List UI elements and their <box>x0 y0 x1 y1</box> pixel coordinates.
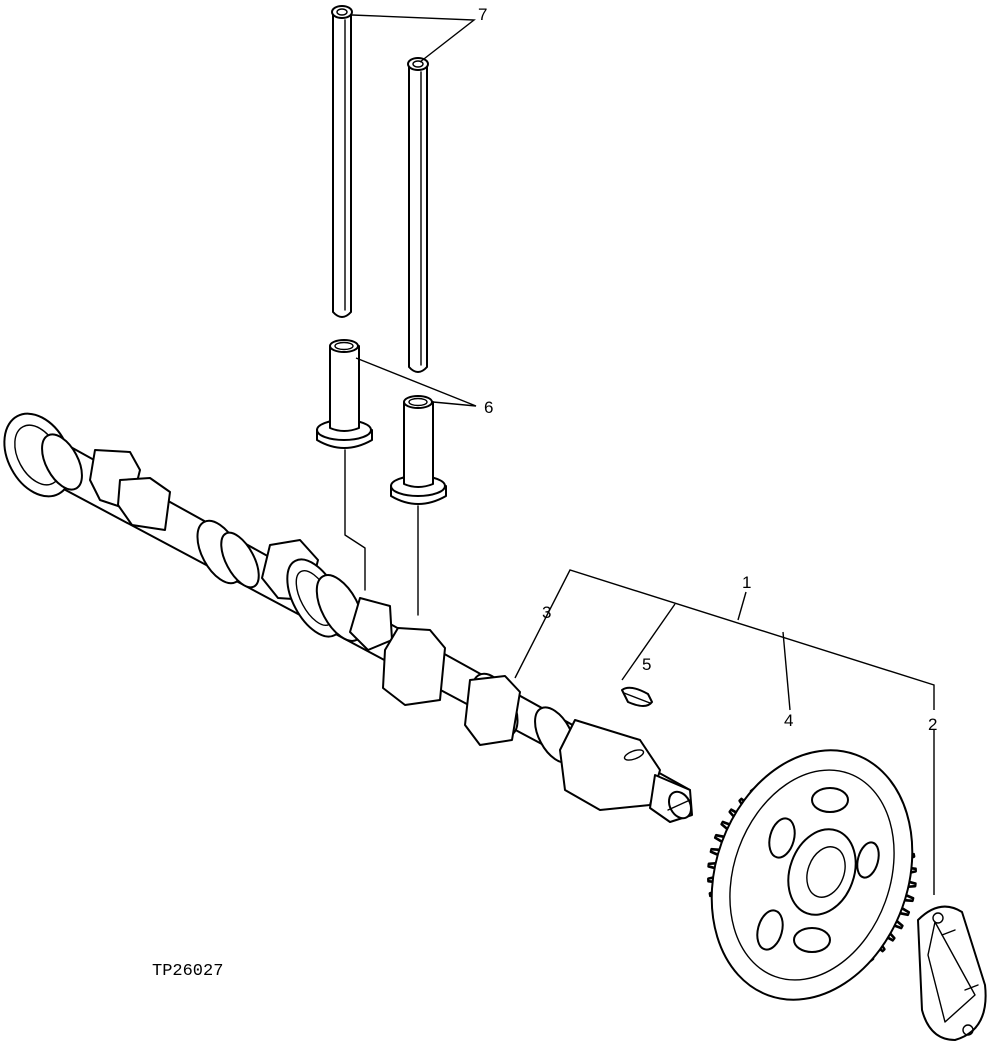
callout-3: 3 <box>542 603 551 622</box>
callout-6: 6 <box>484 398 493 417</box>
callout-7: 7 <box>478 5 487 24</box>
callout-4: 4 <box>784 711 793 730</box>
figure-id: TP26027 <box>152 962 223 981</box>
leader-lines <box>351 14 935 895</box>
callout-1: 1 <box>742 573 751 592</box>
camshaft <box>3 412 693 823</box>
push-rod-right <box>407 57 429 373</box>
push-rod-left <box>331 5 353 318</box>
callout-5: 5 <box>642 655 651 674</box>
cam-follower-left <box>316 339 373 591</box>
cam-gear <box>707 749 917 1001</box>
woodruff-key <box>621 686 653 707</box>
thrust-plate <box>917 905 987 1041</box>
callout-2: 2 <box>928 715 937 734</box>
cam-follower-right <box>390 395 447 616</box>
